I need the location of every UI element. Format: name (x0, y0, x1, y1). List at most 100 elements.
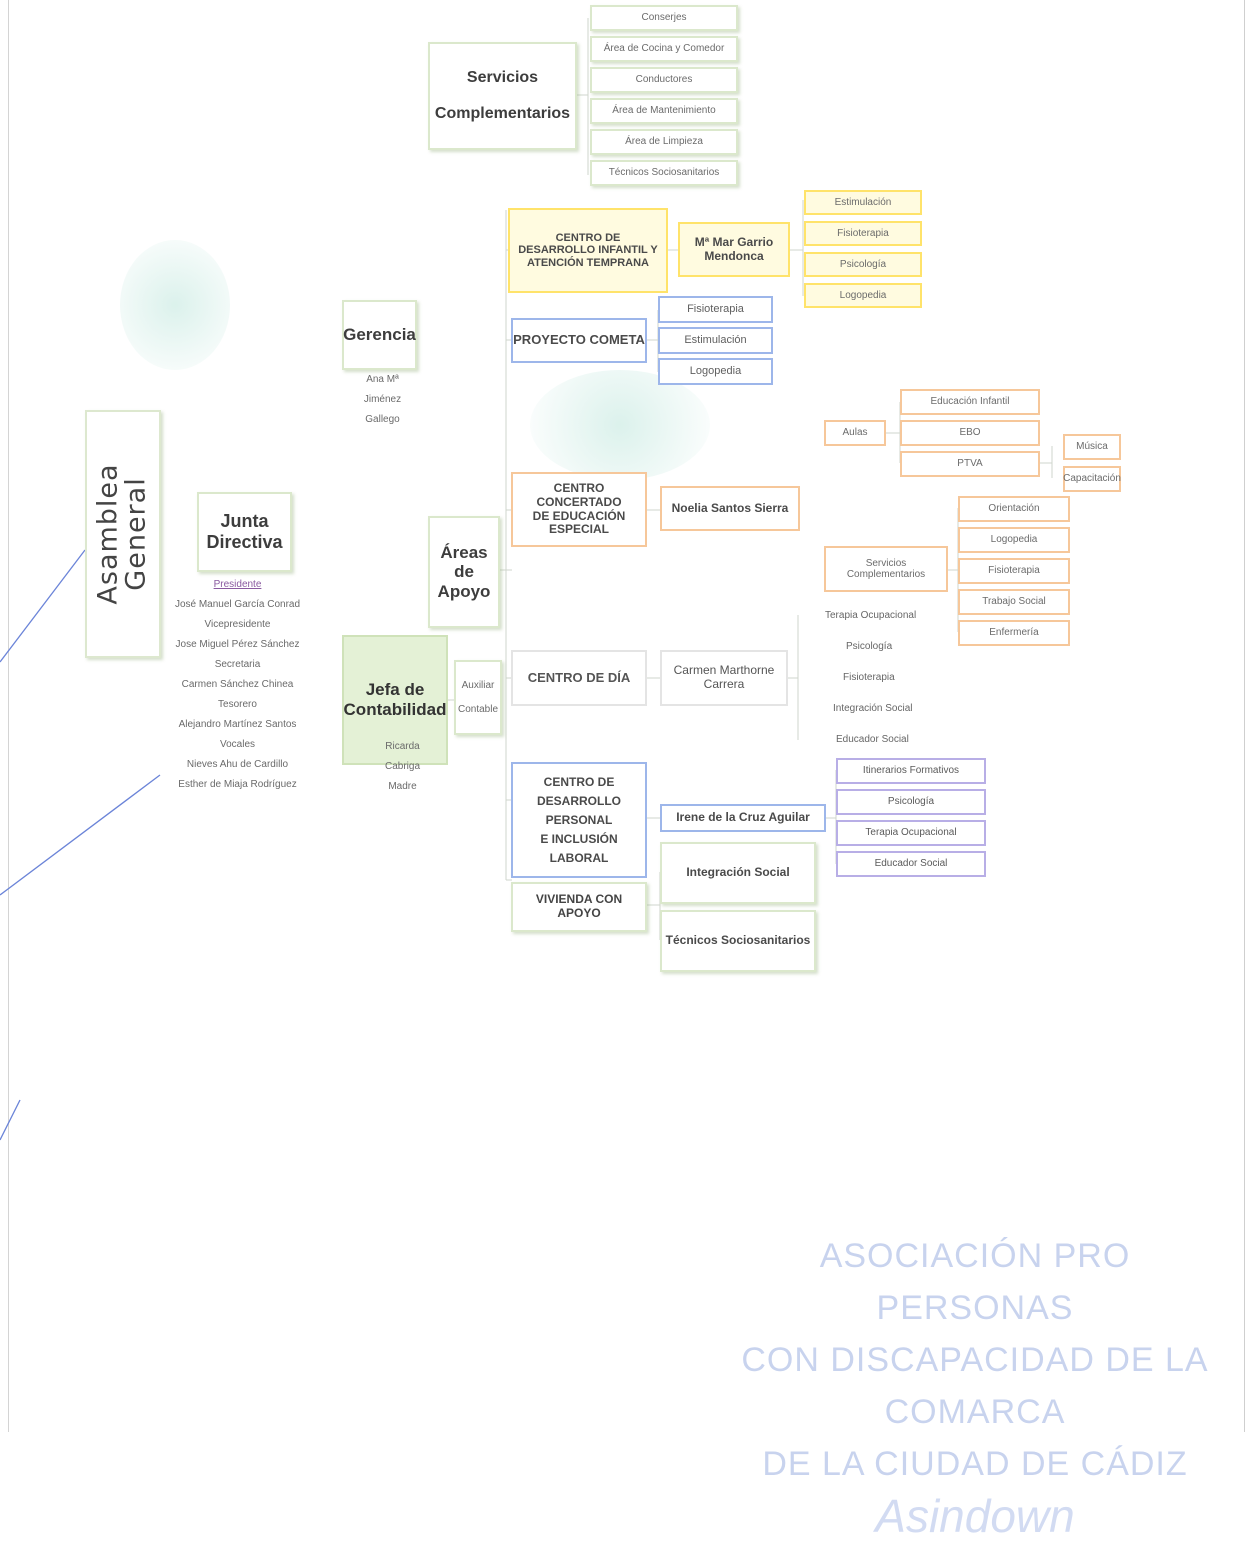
junta-member-role: Secretaria (214, 659, 261, 670)
cdpil-title-line-3: E INCLUSIÓN LABORAL (540, 831, 618, 865)
vivienda-item: Integración Social (660, 842, 816, 904)
areas-title-line-2: Apoyo (437, 581, 491, 601)
jefa-title-line-1: Jefa de (365, 680, 425, 700)
cdiat-item: Fisioterapia (804, 221, 922, 246)
page-border-left (8, 0, 9, 1432)
centro-dia-person-box: Carmen Marthorne Carrera (660, 650, 788, 706)
page-border-right (1244, 0, 1245, 1432)
cdpil-item: Itinerarios Formativos (836, 758, 986, 784)
dia-person-line-1: Carmen Marthorne (673, 663, 775, 678)
dia-item: Psicología (846, 641, 893, 652)
dia-item: Integración Social (833, 703, 913, 714)
dia-item: Terapia Ocupacional (825, 610, 917, 621)
servicios-item: Área de Cocina y Comedor (590, 36, 738, 62)
vivienda-item: Técnicos Sociosanitarios (660, 910, 816, 972)
cdiat-box: CENTRO DE DESARROLLO INFANTIL Y ATENCIÓN… (508, 208, 668, 293)
junta-directiva-box: Junta Directiva (197, 492, 292, 572)
areas-apoyo-box: Áreas de Apoyo (428, 516, 500, 628)
ink-smudge (530, 370, 710, 480)
cdiat-person-line-2: Mendonca (704, 248, 764, 263)
cdpil-item: Psicología (836, 789, 986, 815)
cdiat-item: Estimulación (804, 190, 922, 215)
jefa-person-line: Cabriga (384, 761, 421, 772)
asindown-logo: Asindown (875, 1490, 1075, 1542)
association-stamp: ASOCIACIÓN PRO PERSONAS CON DISCAPACIDAD… (740, 1230, 1210, 1542)
centro-dia-box: CENTRO DE DÍA (511, 650, 647, 706)
ceee-ptva-item: Capacitación (1063, 466, 1121, 492)
ceee-level-item: Educación Infantil (900, 389, 1040, 415)
proyecto-cometa-box: PROYECTO COMETA (511, 318, 647, 363)
servicios-item: Conserjes (590, 5, 738, 31)
cdpil-item: Terapia Ocupacional (836, 820, 986, 846)
auxiliar-line-1: Auxiliar (461, 679, 495, 691)
servicios-item: Área de Limpieza (590, 129, 738, 155)
junta-member-name: Nieves Ahu de Cardillo (186, 759, 289, 770)
asamblea-line-1: Asamblea (92, 463, 124, 605)
junta-members-list: Presidente José Manuel García Conrad Vic… (165, 575, 310, 795)
servicios-item: Área de Mantenimiento (590, 98, 738, 124)
ceee-title-line-1: CENTRO CONCERTADO (536, 480, 622, 509)
asamblea-general-title: Asamblea General (92, 414, 152, 654)
servicios-item: Conductores (590, 67, 738, 93)
ceee-servicio-item: Orientación (958, 496, 1070, 522)
gerencia-box: Gerencia (342, 300, 417, 370)
areas-title-line-1: Áreas de (440, 542, 488, 582)
gerencia-person: Ana Mª Jiménez Gallego (345, 370, 420, 430)
ceee-servicio-item: Enfermería (958, 620, 1070, 646)
gerencia-person-line: Jiménez (363, 394, 402, 405)
gerencia-person-line: Ana Mª (366, 374, 399, 385)
junta-member-name: José Manuel García Conrad (174, 599, 301, 610)
cdiat-person-line-1: Mª Mar Garrio (694, 234, 774, 249)
junta-member-name: Jose Miguel Pérez Sánchez (175, 639, 300, 650)
junta-member-role: Vicepresidente (204, 619, 271, 630)
junta-member-name: Alejandro Martínez Santos (178, 719, 297, 730)
cdpil-item: Educador Social (836, 851, 986, 877)
junta-member-role: Vocales (219, 739, 256, 750)
ceee-box: CENTRO CONCERTADO DE EDUCACIÓN ESPECIAL (511, 472, 647, 547)
gerencia-person-line: Gallego (365, 414, 400, 425)
cdiat-item: Psicología (804, 252, 922, 277)
servicios-title-line-1: Servicios (466, 69, 539, 86)
cdpil-box: CENTRO DE DESARROLLO PERSONAL E INCLUSIÓ… (511, 762, 647, 878)
ceee-level-item: PTVA (900, 451, 1040, 477)
cdiat-person-box: Mª Mar Garrio Mendonca (678, 222, 790, 277)
junta-member-role: Presidente (213, 579, 262, 590)
ink-smudge (120, 240, 230, 370)
dia-item: Educador Social (836, 734, 909, 745)
junta-member-name: Carmen Sánchez Chinea (181, 679, 294, 690)
junta-member-role: Tesorero (218, 699, 257, 710)
cdpil-title-line-1: CENTRO DE (543, 774, 615, 789)
stamp-line-3: DE LA CIUDAD DE CÁDIZ (762, 1445, 1188, 1483)
jefa-title-line-2: Contabilidad (343, 700, 447, 719)
junta-title-line-1: Junta (220, 511, 269, 532)
ceee-servicio-item: Logopedia (958, 527, 1070, 553)
stamp-line-1: ASOCIACIÓN PRO PERSONAS (819, 1237, 1131, 1327)
jefa-contabilidad-box: Jefa de Contabilidad (342, 635, 448, 765)
cometa-item: Fisioterapia (658, 296, 773, 323)
ceee-servicios-box: Servicios Complementarios (824, 546, 948, 592)
ceee-ptva-item: Música (1063, 434, 1121, 460)
ceee-person-box: Noelia Santos Sierra (660, 486, 800, 531)
asamblea-line-2: General (121, 477, 152, 591)
dia-item: Fisioterapia (843, 672, 895, 683)
ceee-servicio-item: Trabajo Social (958, 589, 1070, 615)
cometa-item: Logopedia (658, 358, 773, 385)
ceee-servicio-item: Fisioterapia (958, 558, 1070, 584)
auxiliar-contable-box: Auxiliar Contable (454, 660, 502, 735)
vivienda-box: VIVIENDA CON APOYO (511, 882, 647, 932)
auxiliar-line-2: Contable (457, 703, 499, 715)
junta-title-line-2: Directiva (206, 532, 283, 552)
junta-member-name: Esther de Miaja Rodríguez (178, 779, 297, 790)
dia-person-line-2: Carrera (703, 677, 745, 691)
cdpil-person-box: Irene de la Cruz Aguilar (660, 804, 826, 832)
ceee-level-item: EBO (900, 420, 1040, 446)
cdpil-title-line-2: DESARROLLO PERSONAL (537, 793, 621, 827)
stamp-line-2: CON DISCAPACIDAD DE LA COMARCA (741, 1341, 1209, 1431)
asamblea-general-box: Asamblea General (85, 410, 161, 658)
cdiat-item: Logopedia (804, 283, 922, 308)
ceee-aulas-box: Aulas (824, 420, 886, 446)
servicios-item: Técnicos Sociosanitarios (590, 160, 738, 186)
jefa-person-line: Ricarda (385, 741, 420, 752)
servicios-complementarios-box: Servicios Complementarios (428, 42, 577, 150)
jefa-person-line: Madre (388, 781, 417, 792)
